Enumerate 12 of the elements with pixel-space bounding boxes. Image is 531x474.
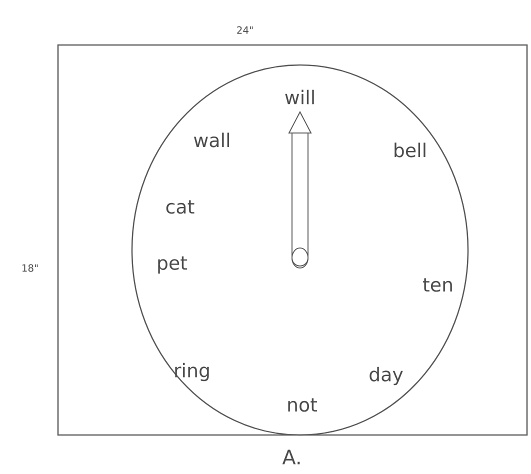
dial-word: wall	[194, 132, 230, 148]
figure-caption: A.	[282, 450, 300, 464]
dial-word: bell	[394, 142, 426, 158]
dial-word: pet	[158, 256, 188, 274]
dimension-label: 18"	[22, 264, 38, 272]
dimension-label: 24"	[237, 26, 253, 34]
dial-word: day	[370, 366, 403, 386]
dial-word: ten	[423, 278, 452, 292]
dial-word: will	[285, 90, 314, 104]
dial-word: ring	[175, 362, 209, 382]
dial-word: not	[288, 398, 318, 412]
dial-word: cat	[166, 200, 194, 214]
